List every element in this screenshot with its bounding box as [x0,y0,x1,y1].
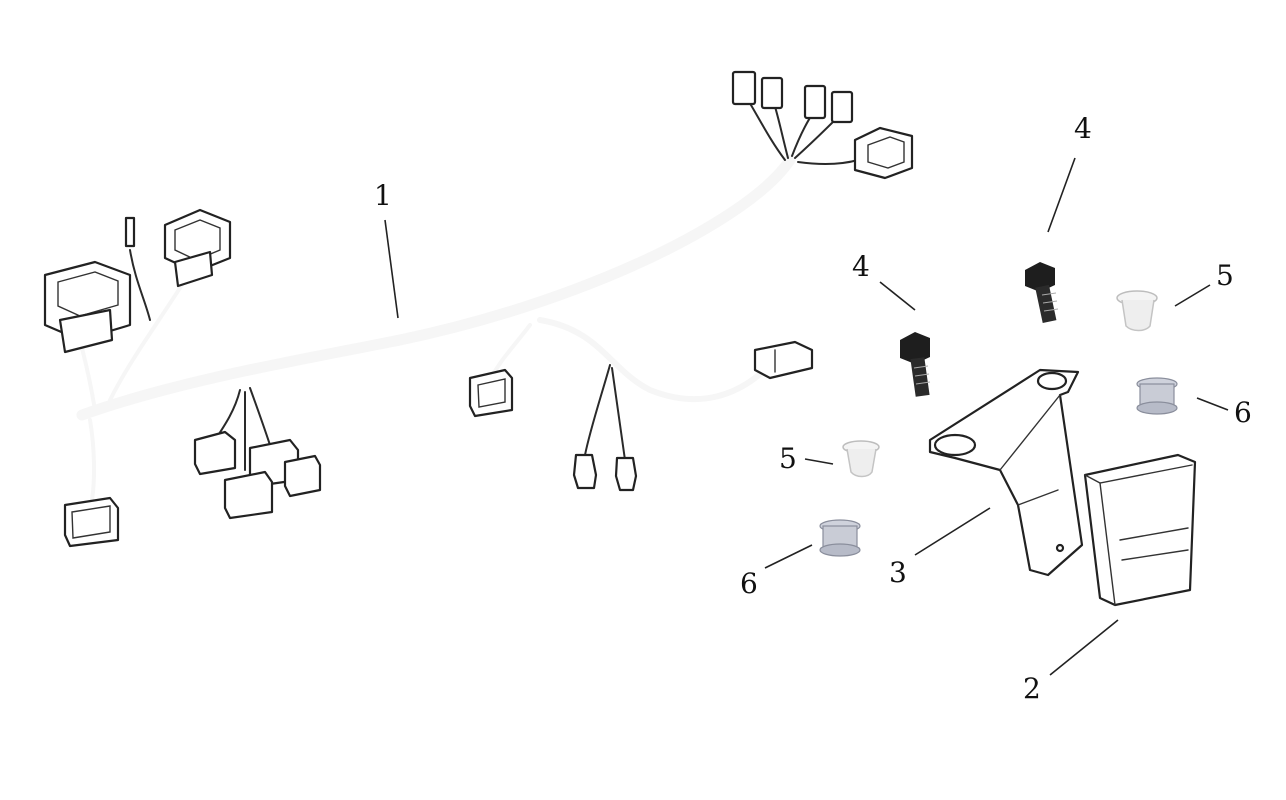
callout-6-left: 6 [740,567,758,600]
callout-4-upper: 4 [1074,112,1092,145]
callout-5-right: 5 [1216,259,1234,292]
connector-bottom-left [63,496,120,548]
leader-4-left [879,281,916,311]
leader-2 [1049,619,1119,676]
callout-6-right: 6 [1234,396,1252,429]
leader-5-right [1174,284,1211,307]
leader-1 [384,219,399,319]
leader-lines [384,157,1229,676]
callout-labels: 1 2 3 4 4 5 5 6 6 [374,112,1252,705]
connector-top-left [124,208,232,288]
connector-center [468,368,514,418]
callout-5-left: 5 [779,442,797,475]
connector-cluster-lower [193,430,322,520]
callout-4-left: 4 [852,250,870,283]
callout-1: 1 [374,179,392,212]
connector-large-left [43,260,132,354]
leader-3 [914,507,991,556]
spacer-left [842,440,880,478]
grommet-left [819,519,861,557]
leader-6-right [1196,397,1229,411]
spacer-right [1116,290,1158,332]
connector-top-right-group [731,70,914,180]
connector-right-small [753,340,814,380]
mounting-bracket [928,368,1084,577]
ecu-module [1083,453,1197,607]
bolt-left [900,332,931,397]
leader-4-upper [1047,157,1076,233]
callout-3: 3 [889,556,907,589]
callout-2: 2 [1023,672,1041,705]
sensor-bulbs [572,453,638,492]
bolt-upper [1025,262,1059,323]
leader-6-left [764,544,813,569]
leader-5-left [804,458,834,465]
grommet-right [1136,377,1178,415]
wiring-harness [43,70,914,548]
